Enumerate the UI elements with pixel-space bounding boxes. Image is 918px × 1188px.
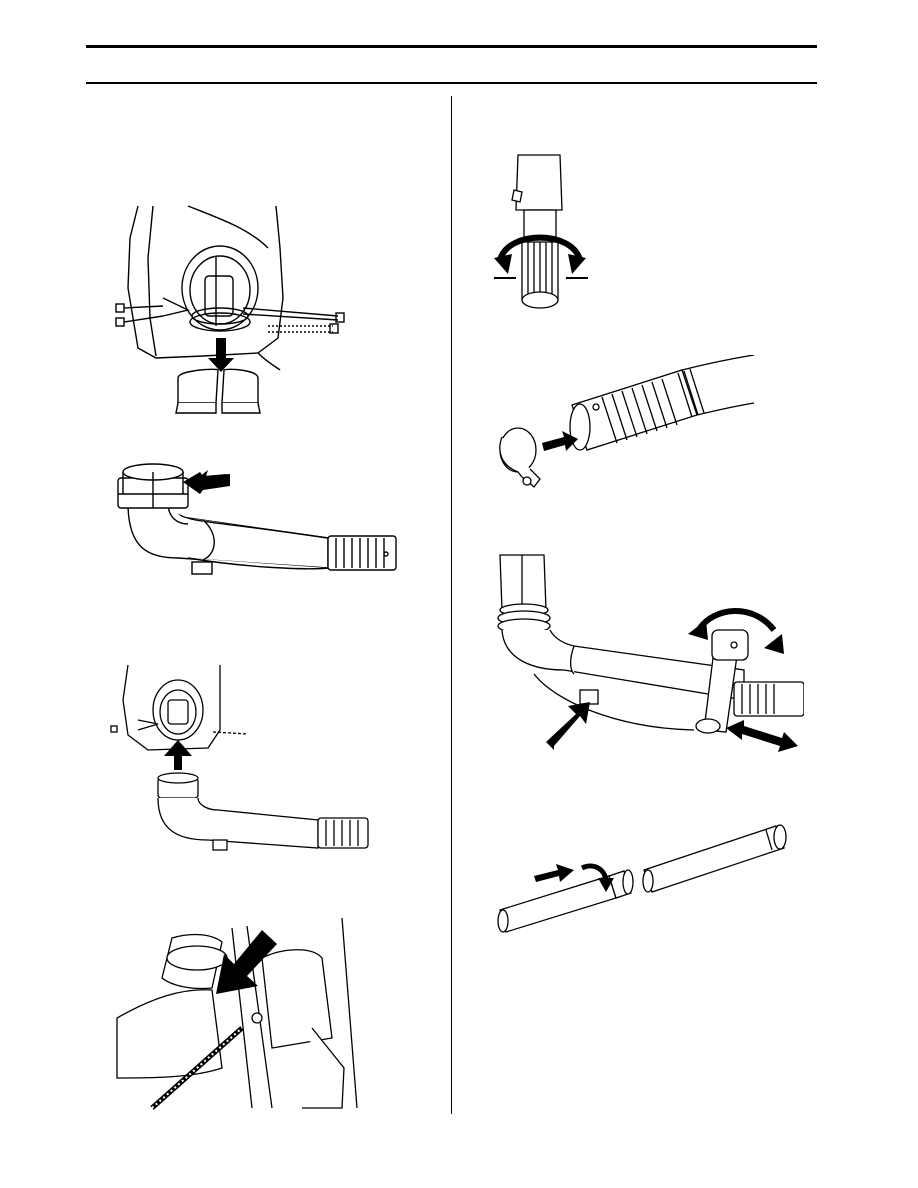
figure-rotate-pipe	[490, 150, 600, 320]
rotate-arrow-icon	[494, 818, 804, 938]
header-rule-bottom	[86, 82, 817, 84]
column-divider	[451, 96, 452, 1114]
rotate-arrow-icon	[490, 150, 600, 320]
figure-attach-handle	[494, 550, 804, 760]
figure-hose-into-clip	[112, 918, 362, 1113]
header-rule-top	[86, 45, 817, 48]
figure-remove-outlet-cover	[108, 198, 358, 428]
arrow-icon	[112, 918, 362, 1113]
figure-join-tubes	[494, 818, 804, 938]
figure-fit-elbow-to-housing	[108, 660, 378, 870]
arrow-icon	[492, 355, 762, 495]
arrow-icon	[108, 458, 408, 598]
figure-slide-clamp	[492, 355, 762, 495]
double-arrow-icon	[494, 550, 804, 760]
figure-pipe-elbow-clamp	[108, 458, 408, 598]
arrow-icon	[108, 660, 378, 870]
